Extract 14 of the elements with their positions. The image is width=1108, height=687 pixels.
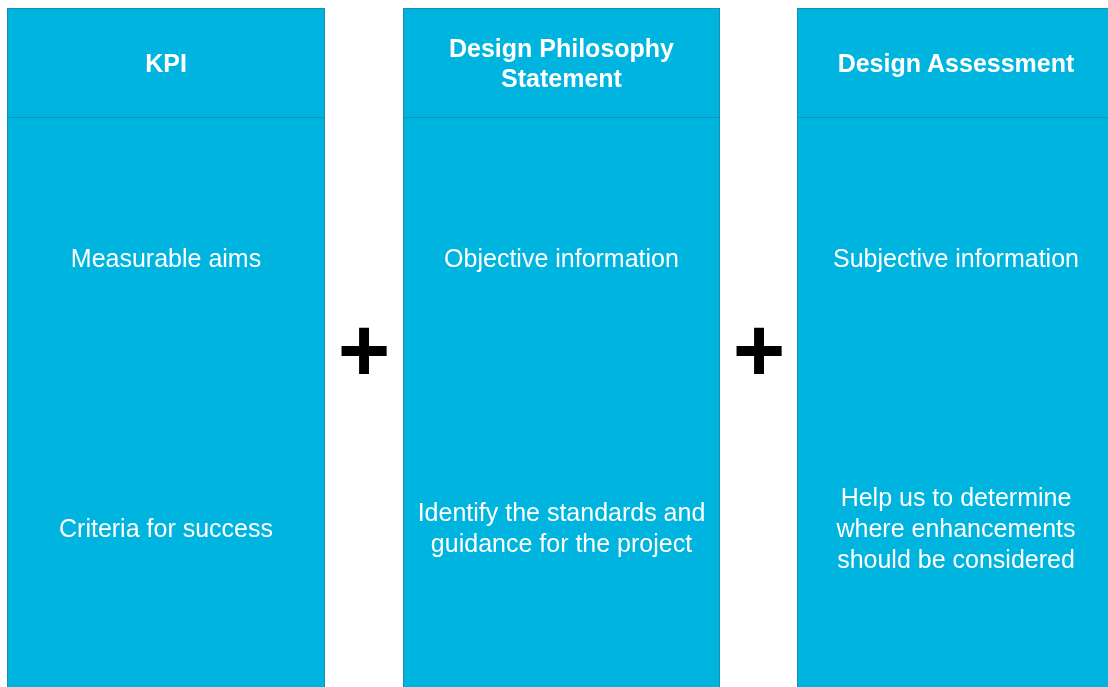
column-text: Help us to determine where enhancements should be considered xyxy=(835,481,1077,575)
column-heading: Design Assessment xyxy=(798,9,1108,118)
column-text: Criteria for success xyxy=(58,512,274,544)
column-text: Measurable aims xyxy=(69,242,263,274)
column-panel xyxy=(797,8,1108,687)
column-text: Subjective information xyxy=(832,242,1080,274)
column-heading: Design Philosophy Statement xyxy=(404,9,719,118)
column-text: Identify the standards and guidance for the project xyxy=(416,497,707,559)
column-panel xyxy=(403,8,720,687)
column-panel xyxy=(7,8,325,687)
plus-sign: + xyxy=(732,305,786,395)
column-text: Objective information xyxy=(443,242,680,274)
column-heading: KPI xyxy=(8,9,324,118)
plus-sign: + xyxy=(337,305,391,395)
